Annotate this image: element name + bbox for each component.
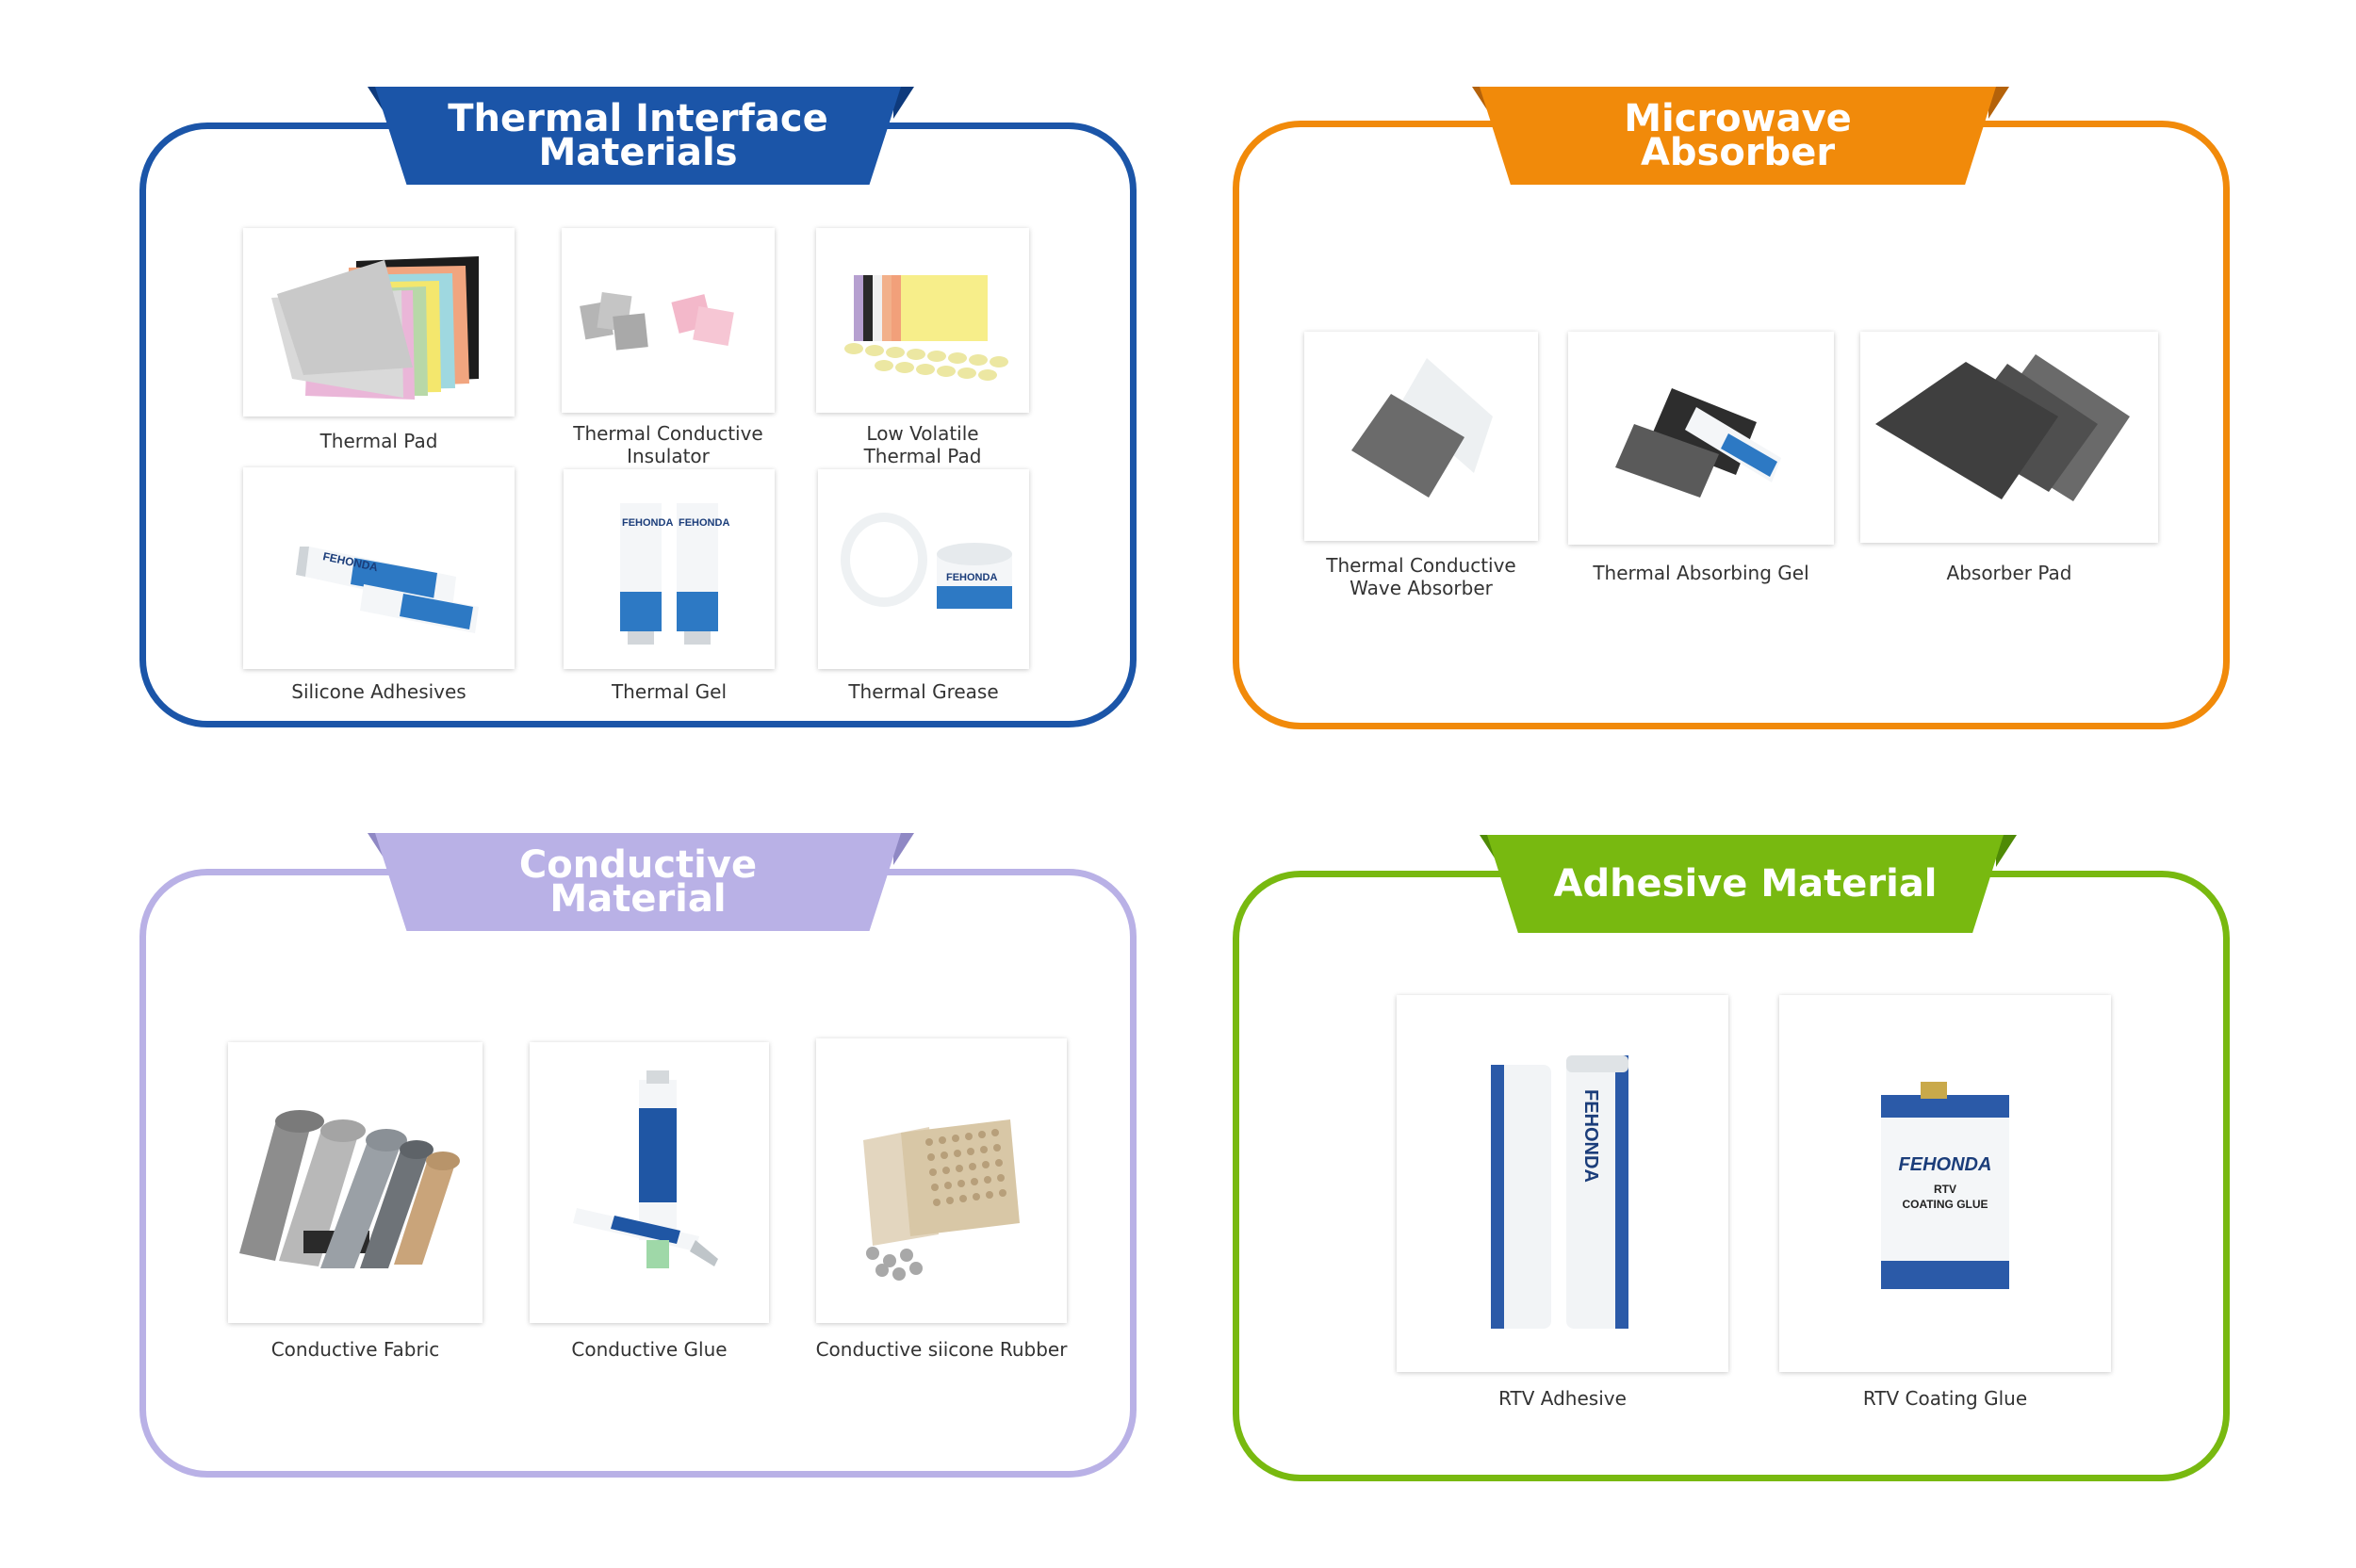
thermal-pad-image: [271, 256, 479, 400]
rubber-sheets-image: [863, 1119, 1020, 1281]
product-label-rtv-adhesive[interactable]: RTV Adhesive: [1498, 1387, 1627, 1410]
section-title-microwave: Microwave Absorber: [1480, 87, 1996, 185]
product-card-rtv-adhesive[interactable]: FEHONDA: [1397, 995, 1728, 1372]
product-card-conductive-fabric[interactable]: [228, 1042, 483, 1323]
product-label-absorbing-gel[interactable]: Thermal Absorbing Gel: [1593, 562, 1809, 584]
glue-syringe-image: [573, 1070, 718, 1268]
can-brand-text: FEHONDA: [1899, 1154, 1992, 1175]
coating-can-image: FEHONDA RTV COATING GLUE: [1881, 1082, 2009, 1289]
insulator-image: [580, 291, 734, 351]
product-label-rtv-coating-glue[interactable]: RTV Coating Glue: [1862, 1387, 2028, 1410]
gel-cartridge-image: FEHONDA FEHONDA: [620, 503, 729, 645]
product-label-insulator[interactable]: Thermal Conductive Insulator: [573, 422, 763, 467]
absorber-pad-image: [1875, 354, 2130, 501]
product-label-thermal-pad[interactable]: Thermal Pad: [319, 430, 438, 452]
product-label-thermal-gel[interactable]: Thermal Gel: [611, 680, 728, 703]
can-text-rtv: RTV: [1934, 1183, 1956, 1196]
product-card-rtv-coating-glue[interactable]: FEHONDA RTV COATING GLUE: [1779, 995, 2111, 1372]
low-volatile-pad-image: [844, 275, 1008, 381]
cartridge-brand-text-right: FEHONDA: [679, 517, 729, 529]
product-card-thermal-gel[interactable]: FEHONDA FEHONDA: [564, 469, 775, 669]
product-card-conductive-rubber[interactable]: [816, 1038, 1067, 1323]
product-card-insulator[interactable]: [562, 228, 775, 413]
grease-jar-image: FEHONDA: [841, 513, 1012, 609]
product-card-absorbing-gel[interactable]: [1568, 332, 1834, 545]
product-label-silicone-adhesives[interactable]: Silicone Adhesives: [291, 680, 466, 703]
fabric-rolls-image: [239, 1110, 460, 1268]
product-label-low-volatile-pad[interactable]: Low Volatile Thermal Pad: [863, 422, 982, 467]
product-card-wave-absorber[interactable]: [1304, 332, 1538, 541]
product-label-thermal-grease[interactable]: Thermal Grease: [848, 680, 999, 703]
rtv-cartridge-image: FEHONDA: [1491, 1055, 1628, 1329]
product-card-thermal-pad[interactable]: [243, 228, 515, 416]
section-title-conductive: Conductive Material: [375, 833, 901, 931]
tab-fold-right: [1988, 87, 2009, 119]
cartridge-brand-text-left: FEHONDA: [622, 517, 673, 529]
wave-absorber-image: [1351, 358, 1493, 498]
tab-fold-right: [893, 833, 914, 865]
can-text-coating-glue: COATING GLUE: [1902, 1198, 1988, 1211]
product-label-conductive-rubber[interactable]: Conductive siicone Rubber: [815, 1338, 1068, 1361]
tab-fold-right: [1996, 835, 2017, 867]
section-title-adhesive: Adhesive Material: [1487, 835, 2004, 933]
product-label-wave-absorber[interactable]: Thermal Conductive Wave Absorber: [1326, 554, 1516, 599]
jar-brand-text: FEHONDA: [946, 572, 997, 583]
section-title-thermal: Thermal Interface Materials: [375, 87, 901, 185]
absorbing-gel-image: [1615, 388, 1781, 498]
cartridge-brand-text: FEHONDA: [1580, 1089, 1601, 1183]
silicone-tube-image: FEHONDA: [296, 547, 479, 633]
product-card-conductive-glue[interactable]: [530, 1042, 769, 1323]
product-card-silicone-adhesives[interactable]: FEHONDA: [243, 467, 515, 669]
product-label-conductive-fabric[interactable]: Conductive Fabric: [270, 1338, 440, 1361]
product-card-thermal-grease[interactable]: FEHONDA: [818, 469, 1029, 669]
product-label-conductive-glue[interactable]: Conductive Glue: [571, 1338, 728, 1361]
product-card-low-volatile-pad[interactable]: [816, 228, 1029, 413]
product-card-absorber-pad[interactable]: [1860, 332, 2158, 543]
tab-fold-right: [893, 87, 914, 119]
product-label-absorber-pad[interactable]: Absorber Pad: [1946, 562, 2072, 584]
